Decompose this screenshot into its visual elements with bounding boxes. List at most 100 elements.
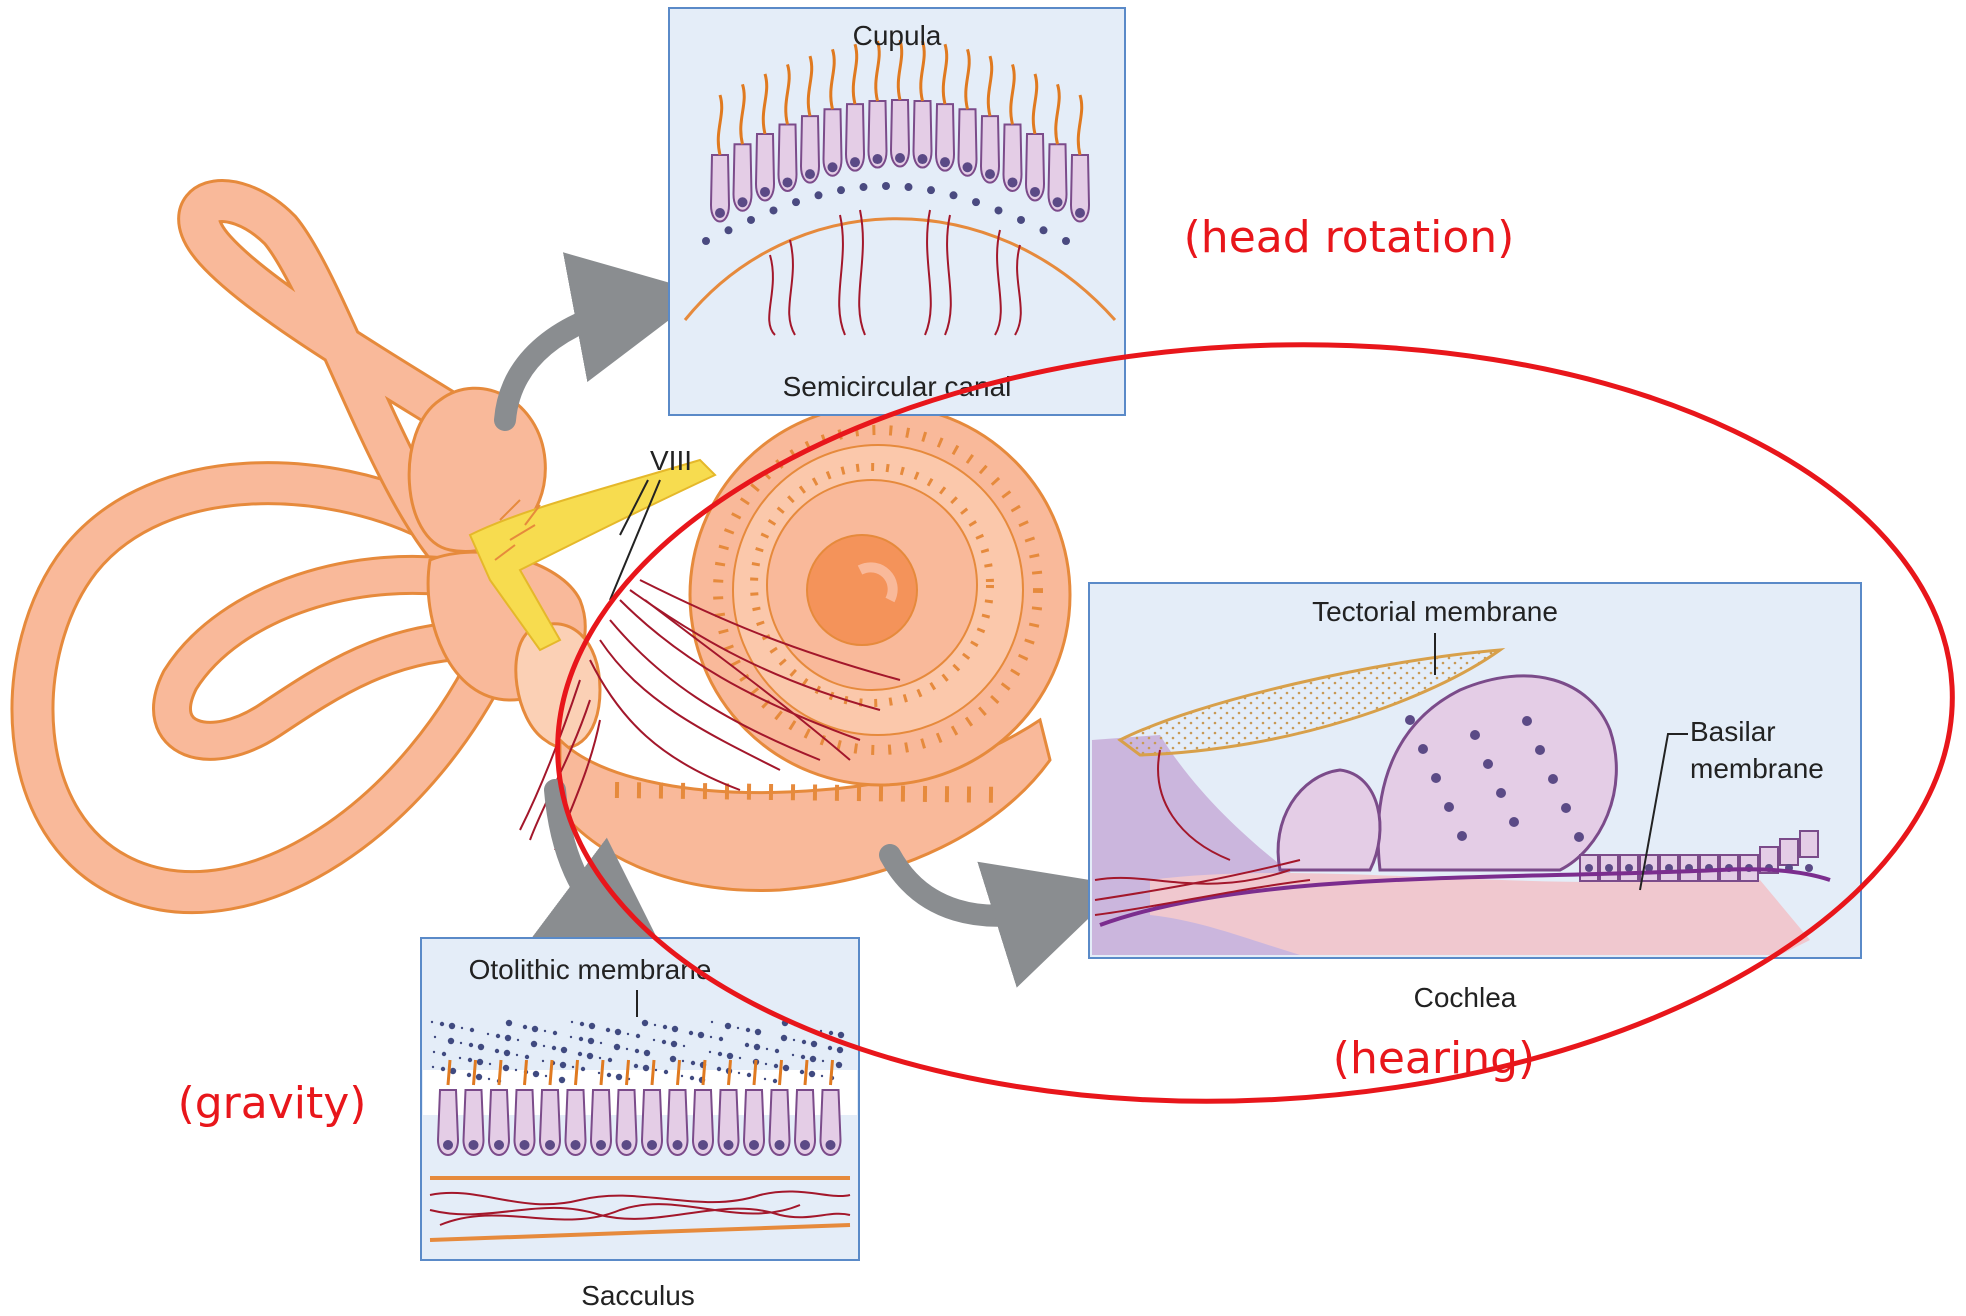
otoconium [837, 1047, 843, 1053]
otoconium [719, 1037, 723, 1041]
otoconium [589, 1023, 595, 1029]
hearing-annotation: (hearing) [1333, 1033, 1535, 1084]
basilar-label-line2: membrane [1690, 753, 1824, 784]
otoconium [627, 1033, 629, 1035]
otoconium [725, 1023, 731, 1029]
cell-nucleus [1483, 759, 1493, 769]
cell-nucleus [1522, 716, 1532, 726]
arrow-to-canal [505, 305, 640, 420]
otoconium [478, 1044, 484, 1050]
otoconium [532, 1026, 538, 1032]
cell-nucleus [1574, 832, 1584, 842]
otoconium [503, 1065, 509, 1071]
otoconium [801, 1055, 805, 1059]
otoconium [644, 1050, 650, 1056]
otoconium [542, 1060, 544, 1062]
otoconium [489, 1063, 491, 1065]
otoconium [698, 1032, 704, 1038]
otoconium [635, 1049, 639, 1053]
otoconium [459, 1057, 461, 1059]
otoconium [504, 1050, 510, 1056]
otoconium [606, 1028, 610, 1032]
otoconium [691, 1061, 695, 1065]
otoconium [662, 1040, 666, 1044]
otoconium [745, 1043, 749, 1047]
cell-nucleus [1548, 774, 1558, 784]
otoconium [811, 1041, 817, 1047]
otoconium [642, 1020, 648, 1026]
otoconium [764, 1078, 766, 1080]
sacculus-panel: Otolithic membrane Sacculus [421, 938, 859, 1311]
otoconium [672, 1026, 678, 1032]
otoconium [467, 1073, 471, 1077]
otoconium [765, 1063, 767, 1065]
otoconium [487, 1033, 489, 1035]
otoconium [781, 1035, 787, 1041]
otoconium [561, 1047, 567, 1053]
gravity-annotation: (gravity) [178, 1078, 367, 1129]
otoconium [739, 1057, 741, 1059]
tectorial-membrane-label: Tectorial membrane [1312, 596, 1558, 627]
otoconium [607, 1073, 611, 1077]
otoconium [570, 1036, 572, 1038]
otoconium [793, 1039, 795, 1041]
cell-nucleus [1496, 788, 1506, 798]
otoconium [738, 1072, 740, 1074]
otoconium [774, 1064, 778, 1068]
otoconium [600, 1042, 602, 1044]
otoconium [531, 1041, 537, 1047]
otoconium [442, 1052, 446, 1056]
otoconium [663, 1025, 667, 1029]
otoconium [449, 1023, 455, 1029]
otoconium [737, 1027, 739, 1029]
arrow-to-cochlea [890, 855, 1060, 916]
otoconium [560, 1062, 566, 1068]
otoconium [433, 1051, 435, 1053]
otoconium [553, 1031, 557, 1035]
otoconium [709, 1051, 711, 1053]
semicircular-canal-panel: Cupula Semicircular canal [669, 8, 1125, 415]
otoconium [800, 1070, 804, 1074]
otoconium [608, 1058, 612, 1062]
otoconium [766, 1048, 768, 1050]
cupula-label: Cupula [853, 20, 942, 51]
otoconium [434, 1036, 436, 1038]
nerve-label: VIII [650, 445, 692, 476]
otoconium [614, 1044, 620, 1050]
otoconium [468, 1058, 472, 1062]
otoconium [460, 1042, 462, 1044]
claudius-cell [1800, 831, 1818, 857]
otoconium [821, 1075, 823, 1077]
otoconium [505, 1035, 511, 1041]
otoconium [525, 1055, 529, 1059]
otoconium [654, 1024, 656, 1026]
otoconium [683, 1045, 685, 1047]
otoconium [754, 1044, 760, 1050]
otoconium [515, 1069, 517, 1071]
otoconium [836, 1062, 842, 1068]
otoconium [681, 1075, 683, 1077]
sacculus-label: Sacculus [581, 1280, 695, 1311]
otoconium [653, 1039, 655, 1041]
otoconium [755, 1029, 761, 1035]
otoconium [545, 1075, 547, 1077]
otoconium [643, 1065, 649, 1071]
otoconium [664, 1070, 668, 1074]
otoconium [506, 1020, 512, 1026]
otoconium [773, 1079, 777, 1083]
otoconium [517, 1039, 519, 1041]
otoconium [616, 1074, 622, 1080]
claudius-cell [1780, 839, 1798, 865]
otoconium [802, 1040, 806, 1044]
cell-nucleus [1561, 803, 1571, 813]
otoconium [477, 1059, 483, 1065]
otoconium [615, 1029, 621, 1035]
otoconium [636, 1034, 640, 1038]
cell-nucleus [1470, 730, 1480, 740]
otoconium [746, 1028, 750, 1032]
otoconium [670, 1056, 676, 1062]
otoconium [559, 1077, 565, 1083]
otoconium [496, 1034, 500, 1038]
otoconium [588, 1038, 594, 1044]
